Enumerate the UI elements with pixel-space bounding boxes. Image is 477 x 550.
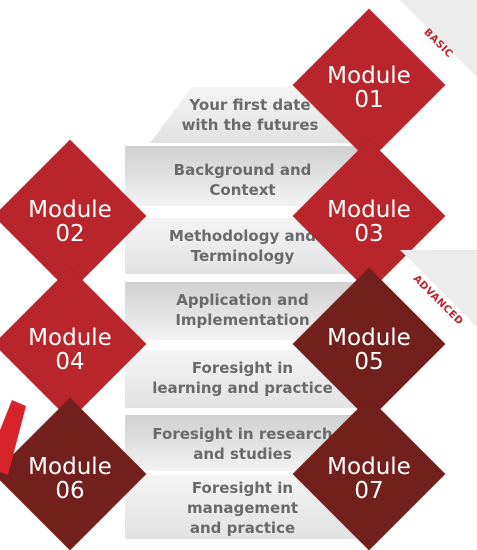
topic-7: Foresight in management and practice	[140, 478, 345, 538]
module-04-label: Module 04	[10, 326, 130, 374]
module-02-number: 02	[55, 221, 85, 247]
topic-5: Foresight in learning and practice	[135, 358, 350, 398]
red-accent-mark	[0, 400, 26, 475]
module-06-label: Module 06	[10, 455, 130, 503]
topic-5-line-1: Foresight in	[191, 359, 294, 377]
topic-7-line-1: Foresight in	[191, 479, 294, 497]
topic-5-line-2: learning and practice	[152, 379, 333, 397]
module-05-word: Module	[327, 325, 411, 351]
topic-2-line-2: Context	[209, 181, 276, 199]
module-06-number: 06	[55, 478, 85, 504]
module-07-label: Module 07	[309, 455, 429, 503]
module-04-number: 04	[55, 349, 85, 375]
topic-1-line-1: Your first date	[189, 96, 311, 114]
topic-4-line-2: Implementation	[175, 311, 310, 329]
advanced-corner-shape	[400, 250, 477, 327]
topic-6: Foresight in research and studies	[130, 424, 355, 464]
basic-corner-shape	[400, 0, 477, 77]
module-02-label: Module 02	[10, 198, 130, 246]
module-03-label: Module 03	[309, 198, 429, 246]
topic-1-line-2: with the futures	[181, 116, 319, 134]
topic-3: Methodology and Terminology	[140, 226, 345, 266]
topic-7-line-2: management	[186, 499, 299, 517]
module-07-number: 07	[354, 478, 384, 504]
module-06-word: Module	[28, 454, 112, 480]
topic-2-line-1: Background and	[173, 161, 312, 179]
topic-3-line-2: Terminology	[190, 247, 295, 265]
module-05-number: 05	[354, 349, 384, 375]
topic-6-line-2: and studies	[193, 445, 292, 463]
module-05-label: Module 05	[309, 326, 429, 374]
topic-3-line-1: Methodology and	[168, 227, 317, 245]
module-04-word: Module	[28, 325, 112, 351]
module-01-label: Module 01	[309, 64, 429, 112]
topic-4-line-1: Application and	[176, 291, 309, 309]
module-03-number: 03	[354, 221, 384, 247]
module-03-word: Module	[327, 197, 411, 223]
topic-6-line-1: Foresight in research	[152, 425, 333, 443]
topic-2: Background and Context	[140, 160, 345, 200]
module-02-word: Module	[28, 197, 112, 223]
topic-7-line-3: and practice	[189, 519, 296, 537]
module-01-word: Module	[327, 63, 411, 89]
module-01-number: 01	[354, 87, 384, 113]
topic-1: Your first date with the futures	[150, 95, 350, 135]
topic-4: Application and Implementation	[140, 290, 345, 330]
module-07-word: Module	[327, 454, 411, 480]
